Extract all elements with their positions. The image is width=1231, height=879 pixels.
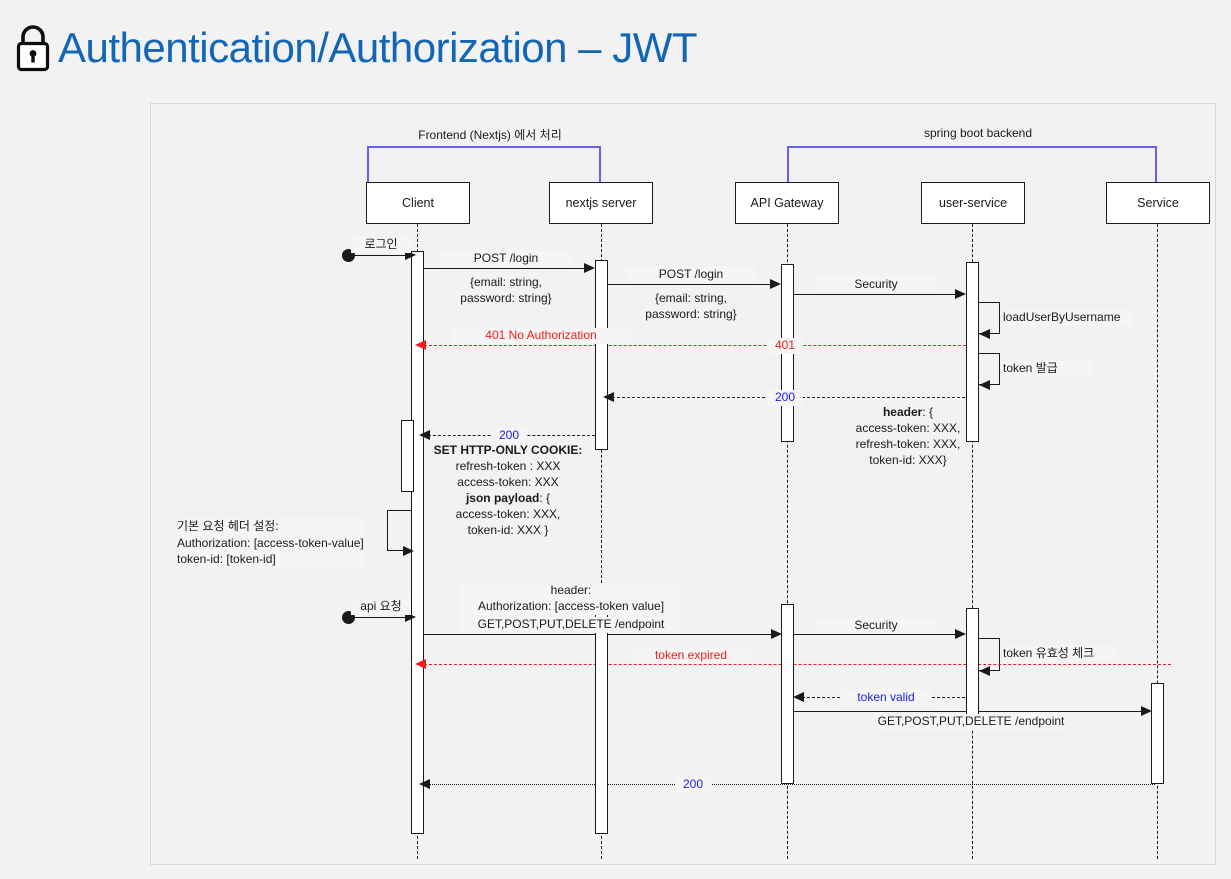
message-label-token-check: token 유효성 체크	[1003, 646, 1118, 662]
lifeline-nextjs-server	[601, 224, 602, 859]
message-label-token-valid: token valid	[841, 690, 931, 706]
message-200-client-arrowhead	[419, 430, 430, 440]
activation-client-main	[411, 251, 424, 834]
participant-api-gateway[interactable]: API Gateway	[735, 182, 839, 224]
activation-nextjs-2	[595, 612, 608, 834]
message-401-line	[419, 345, 971, 346]
lifeline-api-gateway	[787, 224, 788, 859]
message-post-login-2-line	[607, 284, 774, 285]
message-body-header-title: header: {	[823, 405, 993, 421]
json-payload-open-brace: : {	[539, 491, 551, 505]
message-body-header-refresh: refresh-token: XXX,	[855, 437, 961, 451]
lifeline-user-service	[972, 224, 973, 859]
message-body-credentials-1-line2: password: string}	[460, 291, 552, 305]
message-label-load-user: loadUserByUsername	[1003, 310, 1133, 326]
lifeline-service	[1157, 224, 1158, 859]
json-payload-keyword: json payload	[465, 491, 540, 505]
participant-user-service[interactable]: user-service	[921, 182, 1025, 224]
message-label-api-request: api 요청	[351, 599, 411, 615]
message-post-login-1-arrowhead	[584, 263, 595, 273]
message-body-cookie-refresh: refresh-token : XXX	[455, 459, 561, 473]
message-body-json-payload-title: json payload: {	[413, 491, 603, 507]
message-body-cookie-access: access-token: XXX	[457, 475, 559, 489]
selfcall-token-check-arrowhead	[979, 666, 990, 676]
message-token-expired-line	[419, 664, 1171, 665]
message-body-header-tokenid: token-id: XXX}	[869, 453, 947, 467]
lock-icon	[16, 24, 50, 71]
message-200-gateway-arrowhead	[603, 392, 614, 402]
participant-client[interactable]: Client	[366, 182, 470, 224]
message-post-login-1-line	[423, 268, 588, 269]
group-label-frontend: Frontend (Nextjs) 에서 처리	[367, 126, 613, 143]
sequence-diagram-frame: Frontend (Nextjs) 에서 처리 spring boot back…	[150, 103, 1216, 865]
note-line-token-id: token-id: [token-id]	[177, 552, 276, 567]
message-label-security-1: Security	[816, 277, 936, 293]
message-label-request-header: header:	[461, 583, 681, 599]
message-security-1-line	[793, 294, 959, 295]
message-401-arrowhead	[415, 340, 426, 350]
message-label-security-2: Security	[816, 618, 936, 634]
message-post-login-2-arrowhead	[770, 279, 781, 289]
activation-userservice-2	[966, 608, 979, 719]
message-token-expired-arrowhead	[415, 659, 426, 669]
message-final-200-arrowhead	[419, 779, 430, 789]
selfcall-token-issue-arrowhead	[979, 380, 990, 390]
page-title-bar: Authentication/Authorization – JWT	[0, 0, 1231, 95]
message-login-line	[349, 255, 409, 256]
message-body-payload-access: access-token: XXX,	[455, 507, 561, 521]
message-api-request-line	[349, 617, 409, 618]
message-label-login: 로그인	[351, 237, 411, 253]
selfcall-load-user-arrowhead	[979, 329, 990, 339]
message-label-final-200: 200	[675, 777, 711, 793]
activation-service-1	[1151, 683, 1164, 784]
message-label-post-login-2: POST /login	[626, 267, 756, 283]
message-body-payload-tokenid: token-id: XXX }	[467, 523, 549, 537]
message-label-200-gateway: 200	[767, 390, 803, 406]
activation-nextjs-1	[595, 260, 608, 450]
message-label-request-endpoint-1: GET,POST,PUT,DELETE /endpoint	[461, 617, 681, 633]
message-login-arrowhead	[405, 250, 416, 260]
message-api-request-arrowhead	[405, 612, 416, 622]
participant-nextjs-server[interactable]: nextjs server	[549, 182, 653, 224]
header-keyword: header	[882, 405, 923, 419]
sequence-diagram-canvas: Frontend (Nextjs) 에서 처리 spring boot back…	[151, 104, 1215, 864]
message-label-post-login-1: POST /login	[441, 251, 571, 267]
activation-userservice-1	[966, 262, 979, 442]
group-bracket-frontend	[367, 146, 601, 192]
message-body-set-cookie-title: SET HTTP-ONLY COOKIE:	[433, 443, 583, 457]
note-line-header-ko: 기본 요청 헤더 설정:	[177, 519, 279, 533]
message-security-1-arrowhead	[955, 289, 966, 299]
message-body-header-access: access-token: XXX,	[855, 421, 961, 435]
activation-client-nested	[401, 420, 414, 492]
selfcall-client-header-loop	[387, 510, 413, 551]
message-api-endpoint-arrowhead	[771, 629, 782, 639]
participant-service[interactable]: Service	[1106, 182, 1210, 224]
message-final-200-line	[423, 784, 1155, 785]
message-security-2-arrowhead	[955, 629, 966, 639]
message-endpoint-service-arrowhead	[1141, 706, 1152, 716]
message-label-token-expired: token expired	[631, 648, 751, 664]
message-label-request-endpoint-2: GET,POST,PUT,DELETE /endpoint	[876, 714, 1066, 730]
message-label-200-client: 200	[491, 428, 527, 444]
group-bracket-backend	[787, 146, 1157, 192]
header-open-brace: : {	[922, 405, 934, 419]
message-label-401-code: 401	[767, 338, 803, 354]
message-body-credentials-2-line2: password: string}	[645, 307, 737, 321]
note-default-request-header: 기본 요청 헤더 설정: Authorization: [access-toke…	[177, 518, 364, 568]
group-label-backend: spring boot backend	[787, 126, 1169, 140]
message-label-token-issue: token 발급	[1003, 361, 1093, 377]
message-token-valid-arrowhead	[793, 692, 804, 702]
message-body-credentials-1-line1: {email: string,	[469, 275, 543, 289]
note-line-authorization: Authorization: [access-token-value]	[177, 535, 364, 550]
message-security-2-line	[793, 634, 959, 635]
page-title: Authentication/Authorization – JWT	[58, 23, 698, 71]
message-label-request-authorization: Authorization: [access-token value]	[461, 599, 681, 615]
selfcall-client-header-arrowhead	[403, 546, 414, 556]
message-body-credentials-2-line1: {email: string,	[654, 291, 728, 305]
message-label-401-full: 401 No Authorization	[451, 328, 631, 344]
